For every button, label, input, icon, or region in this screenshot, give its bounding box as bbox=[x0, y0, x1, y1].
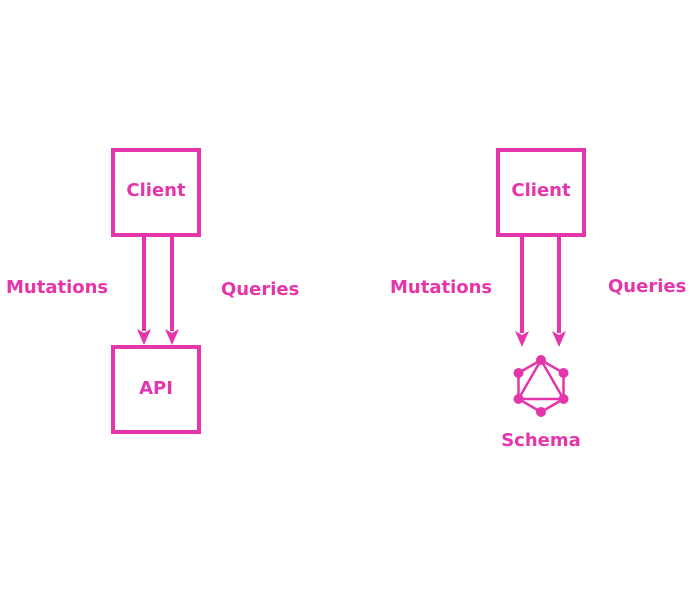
right-client-box bbox=[496, 148, 586, 237]
left-mutations-label: Mutations bbox=[6, 277, 109, 298]
right-schema-label: Schema bbox=[501, 430, 581, 451]
graphql-logo-icon bbox=[513, 355, 569, 417]
right-queries-label: Queries bbox=[608, 276, 687, 297]
right-mutations-arrow bbox=[515, 236, 529, 347]
left-client-box bbox=[111, 148, 201, 237]
left-mutations-arrow bbox=[137, 236, 151, 345]
left-api-box bbox=[111, 345, 201, 434]
right-queries-arrow bbox=[552, 236, 566, 347]
left-api-label: API bbox=[139, 378, 173, 399]
right-client-label: Client bbox=[511, 180, 571, 201]
left-queries-arrow bbox=[165, 236, 179, 345]
left-queries-label: Queries bbox=[221, 279, 300, 300]
left-client-label: Client bbox=[126, 180, 186, 201]
right-mutations-label: Mutations bbox=[390, 277, 493, 298]
